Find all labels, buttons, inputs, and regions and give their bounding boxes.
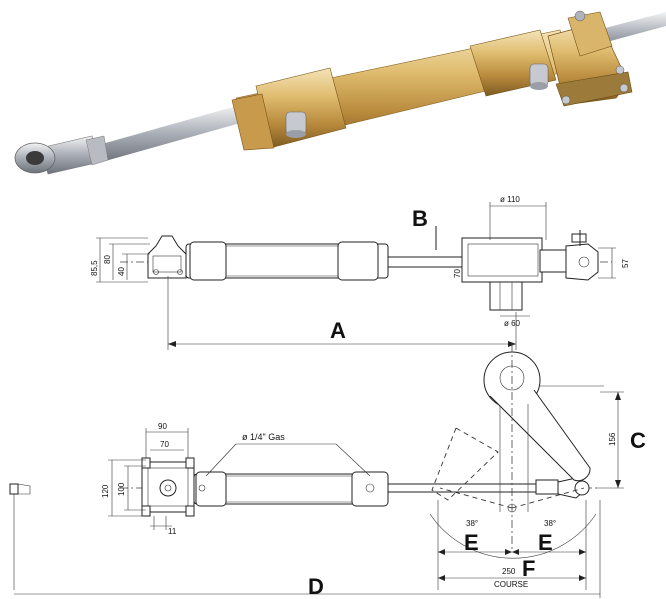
label-E-right: E xyxy=(538,530,553,555)
dim-250: 250 xyxy=(502,567,516,576)
port-fitting-right xyxy=(529,63,549,90)
angle-left: 38° xyxy=(466,519,478,528)
label-F: F xyxy=(522,556,535,581)
dim-80: 80 xyxy=(103,255,112,264)
label-E-left: E xyxy=(464,530,479,555)
gas-label: ø 1/4" Gas xyxy=(242,432,285,442)
label-C: C xyxy=(630,428,646,453)
dim-40: 40 xyxy=(117,267,126,276)
dim-11: 11 xyxy=(168,527,177,536)
dim-120: 120 xyxy=(101,484,110,498)
dim-70-bottom: 70 xyxy=(160,440,169,449)
angle-right: 38° xyxy=(544,519,556,528)
tiller-arm xyxy=(483,344,604,550)
course-label: COURSE xyxy=(494,580,528,589)
port-fitting-left xyxy=(285,111,307,138)
dim-60: ø 60 xyxy=(504,319,521,328)
bottom-view-drawing: ø 1/4" Gas 90 70 120 100 11 xyxy=(9,344,646,599)
side-fitting-icon xyxy=(9,483,31,590)
dim-85-5: 85,5 xyxy=(90,260,99,276)
dim-90: 90 xyxy=(158,422,167,431)
top-view-drawing: 85,5 80 40 70 ø 110 ø 60 57 B A xyxy=(90,195,630,350)
dim-156: 156 xyxy=(608,432,617,446)
label-D: D xyxy=(308,574,324,599)
mounting-head xyxy=(547,10,633,107)
dim-57: 57 xyxy=(621,259,630,268)
dim-100: 100 xyxy=(117,482,126,496)
dim-110: ø 110 xyxy=(500,195,520,204)
hydraulic-cylinder-photo xyxy=(14,10,666,175)
dim-70-top: 70 xyxy=(453,269,462,278)
label-A: A xyxy=(330,318,346,343)
label-B: B xyxy=(412,206,428,231)
rod-end-eye xyxy=(14,135,109,175)
